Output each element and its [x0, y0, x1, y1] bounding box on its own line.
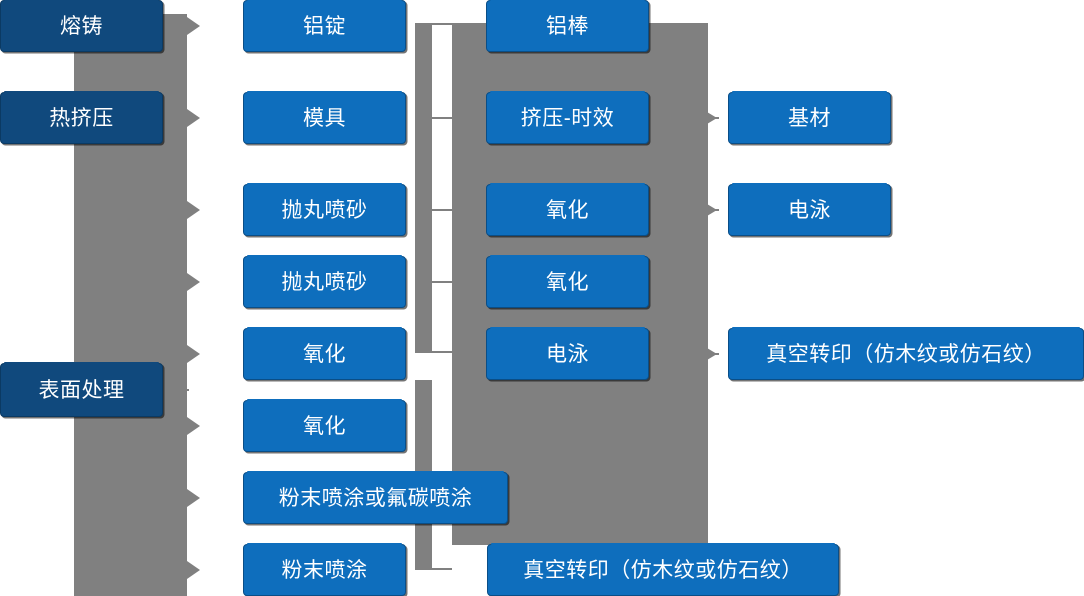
- arrow-to-material-7: [187, 561, 200, 579]
- material-box-mold[interactable]: 模具: [243, 91, 406, 144]
- material-box-oxidation-2[interactable]: 氧化: [243, 399, 406, 452]
- process-label-2: 氧化: [546, 198, 589, 222]
- material-box-aluminum-ingot[interactable]: 铝锭: [243, 0, 406, 52]
- output-label-0: 基材: [788, 106, 831, 130]
- process-label-3: 氧化: [546, 270, 589, 294]
- arrow-to-material-1: [187, 109, 200, 127]
- process-box-electrophoresis[interactable]: 电泳: [486, 327, 649, 380]
- bracket-tie-0: [432, 23, 452, 25]
- process-box-oxidation-1[interactable]: 氧化: [486, 183, 649, 236]
- material-label-1: 模具: [303, 106, 346, 130]
- process-label-1: 挤压-时效: [520, 106, 615, 130]
- material-box-oxidation-1[interactable]: 氧化: [243, 327, 406, 380]
- material-label-7: 粉末喷涂: [281, 558, 368, 582]
- bracket-tie-3: [432, 281, 452, 283]
- bracket-rail-upper: [415, 23, 432, 353]
- material-box-powder-coating[interactable]: 粉末喷涂: [243, 543, 406, 596]
- material-label-2: 抛丸喷砂: [281, 198, 368, 222]
- output-label-1: 电泳: [788, 198, 831, 222]
- output-box-substrate[interactable]: 基材: [728, 91, 891, 144]
- process-box-oxidation-2[interactable]: 氧化: [486, 255, 649, 308]
- arrow-to-material-2: [187, 201, 200, 219]
- material-box-shot-blasting-2[interactable]: 抛丸喷砂: [243, 255, 406, 308]
- arrow-to-material-0: [187, 17, 200, 35]
- bracket-tie-1: [432, 117, 452, 119]
- output-box-electrophoresis[interactable]: 电泳: [728, 183, 891, 236]
- material-box-powder-or-fluorocarbon-coating[interactable]: 粉末喷涂或氟碳喷涂: [243, 471, 508, 524]
- process-box-extrusion-aging[interactable]: 挤压-时效: [486, 91, 649, 144]
- stage-box-hot-extrusion[interactable]: 热挤压: [0, 91, 163, 144]
- stage-label-melting: 熔铸: [60, 14, 103, 38]
- material-label-3: 抛丸喷砂: [281, 270, 368, 294]
- bracket-tie-4: [432, 351, 452, 353]
- stage-label-surface-treatment: 表面处理: [38, 378, 125, 402]
- output-label-2: 真空转印（仿木纹或仿石纹）: [766, 342, 1046, 366]
- process-label-4: 电泳: [546, 342, 589, 366]
- material-label-6: 粉末喷涂或氟碳喷涂: [278, 486, 473, 510]
- process-box-vacuum-transfer[interactable]: 真空转印（仿木纹或仿石纹）: [487, 543, 839, 596]
- material-label-4: 氧化: [303, 342, 346, 366]
- stage-label-hot-extrusion: 热挤压: [49, 106, 114, 130]
- material-label-5: 氧化: [303, 414, 346, 438]
- arrow-to-output-1: [707, 204, 717, 216]
- arrow-to-material-5: [187, 417, 200, 435]
- arrow-to-output-2: [707, 348, 717, 360]
- stage-box-surface-treatment[interactable]: 表面处理: [0, 362, 163, 417]
- process-label-0: 铝棒: [546, 14, 589, 38]
- bracket-tie-2: [432, 209, 452, 211]
- process-label-5: 真空转印（仿木纹或仿石纹）: [523, 558, 803, 582]
- arrow-to-material-6: [187, 489, 200, 507]
- arrow-to-material-4: [187, 345, 200, 363]
- process-box-aluminum-bar[interactable]: 铝棒: [486, 0, 649, 52]
- arrow-to-material-3: [187, 273, 200, 291]
- stage-box-melting[interactable]: 熔铸: [0, 0, 163, 52]
- connector-stub-surface: [163, 389, 189, 391]
- output-box-vacuum-transfer[interactable]: 真空转印（仿木纹或仿石纹）: [728, 327, 1084, 380]
- arrow-to-output-0: [707, 112, 717, 124]
- bracket-tie-5: [432, 568, 452, 570]
- material-label-0: 铝锭: [303, 14, 346, 38]
- material-box-shot-blasting-1[interactable]: 抛丸喷砂: [243, 183, 406, 236]
